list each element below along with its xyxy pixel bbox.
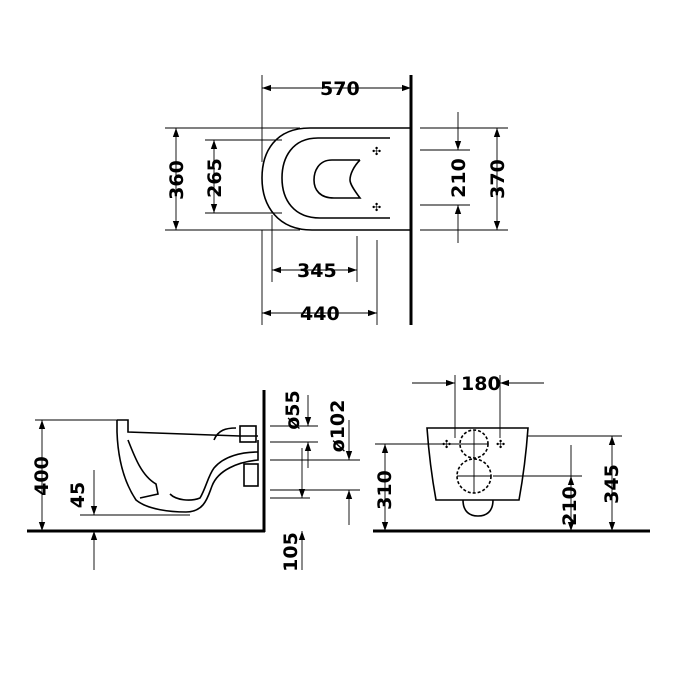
rear-body-outline [426,427,529,501]
dim-345-rear-label: 345 [601,464,623,504]
dim-180-label: 180 [461,373,501,395]
top-view: ✣ ✣ 570 360 265 210 370 345 [165,75,509,325]
dim-310-label: 310 [374,470,396,510]
dim-345-label: 345 [297,260,337,282]
side-trap [169,451,259,501]
dim-370-label: 370 [487,159,509,199]
top-fixing-mark-lower: ✣ [372,201,381,214]
dim-265-label: 265 [204,158,226,198]
side-outlet-lower [243,463,259,487]
rear-fixing-mark-left: ✣ [442,438,451,451]
dim-55-label: ø55 [282,390,304,430]
side-bowl-outline [116,420,259,513]
dim-570-label: 570 [320,78,360,100]
top-seat-ring [281,137,390,219]
top-fixing-mark-upper: ✣ [372,145,381,158]
dim-105-label: 105 [280,532,302,572]
side-bowl-inner [127,439,159,499]
dim-440-label: 440 [300,303,340,325]
dim-210-rear-label: 210 [559,486,581,526]
rear-outlet [462,499,494,517]
rear-view: ✣ ✣ 180 310 210 345 [373,373,650,533]
side-view: 400 45 ø55 ø102 105 [27,390,360,572]
dim-400-label: 400 [31,456,53,496]
dim-102-label: ø102 [327,400,349,453]
side-outlet-upper [239,425,257,443]
top-bowl-opening [313,159,362,199]
side-tank-edge [213,427,237,441]
dim-210-top-label: 210 [448,158,470,198]
rear-fixing-mark-right: ✣ [496,438,505,451]
dim-45-label: 45 [67,482,89,508]
top-bowl-outline [261,127,411,231]
side-bowl-rim [117,419,258,437]
dim-360-label: 360 [166,160,188,200]
